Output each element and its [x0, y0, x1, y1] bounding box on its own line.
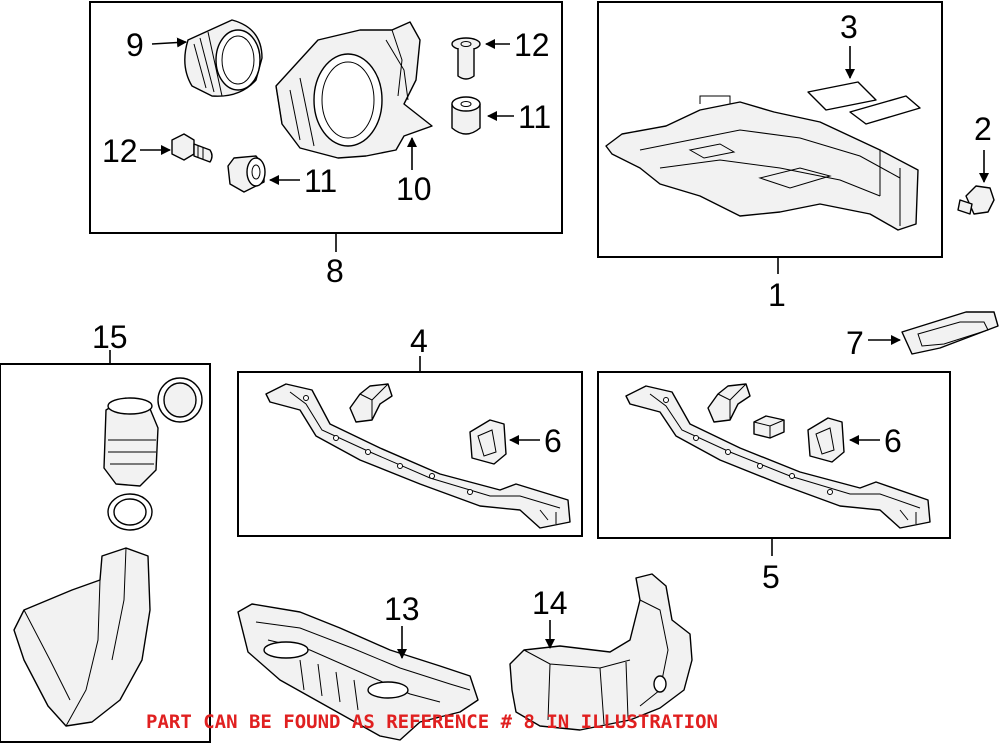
part-7-seal[interactable] — [901, 311, 999, 355]
part-9-intake-ring[interactable] — [184, 19, 263, 97]
callout-3: 3 — [840, 9, 858, 45]
part-4-bracket[interactable] — [349, 383, 393, 423]
callout-8: 8 — [326, 253, 344, 289]
group-box-4 — [237, 371, 583, 537]
part-12-left-bolt[interactable] — [171, 133, 213, 163]
part-4-reinforcement-bar[interactable] — [265, 383, 571, 529]
callout-6-left: 6 — [544, 423, 562, 459]
part-5-block[interactable] — [753, 415, 785, 439]
callout-15: 15 — [92, 319, 128, 355]
callout-12-left: 12 — [102, 133, 138, 169]
group-box-15 — [0, 363, 211, 743]
part-13-lower-guide[interactable] — [237, 603, 479, 741]
callout-10: 10 — [396, 171, 432, 207]
callout-6-right: 6 — [884, 423, 902, 459]
callout-4: 4 — [410, 323, 428, 359]
part-3-labels[interactable] — [807, 81, 921, 125]
part-1-tray[interactable] — [605, 95, 919, 231]
part-14-side-duct[interactable] — [509, 573, 693, 731]
callout-7: 7 — [846, 325, 864, 361]
part-10-housing[interactable] — [275, 21, 433, 159]
part-11-right-bushing[interactable] — [451, 96, 481, 135]
callout-14: 14 — [532, 585, 568, 621]
group-box-1 — [597, 1, 943, 258]
group-box-8 — [89, 1, 563, 234]
reference-note: PART CAN BE FOUND AS REFERENCE # 8 IN IL… — [146, 711, 718, 733]
part-5-reinforcement-bar[interactable] — [625, 385, 931, 529]
part-6-right-cap[interactable] — [807, 417, 845, 463]
callout-1: 1 — [768, 277, 786, 313]
callout-11-right: 11 — [518, 99, 551, 135]
part-6-left-cap[interactable] — [469, 419, 507, 465]
part-11-left-bushing[interactable] — [227, 155, 266, 193]
callout-11-left: 11 — [304, 163, 337, 199]
part-12-top-pin[interactable] — [451, 37, 481, 80]
callout-2: 2 — [974, 111, 992, 147]
callout-12-top: 12 — [514, 27, 550, 63]
part-2-clip[interactable] — [957, 185, 995, 215]
group-box-5 — [597, 371, 951, 539]
callout-9: 9 — [126, 27, 144, 63]
callout-13: 13 — [384, 591, 420, 627]
part-5-bracket[interactable] — [707, 383, 751, 423]
callout-5: 5 — [762, 559, 780, 595]
part-15-duct-assembly[interactable] — [13, 377, 203, 727]
